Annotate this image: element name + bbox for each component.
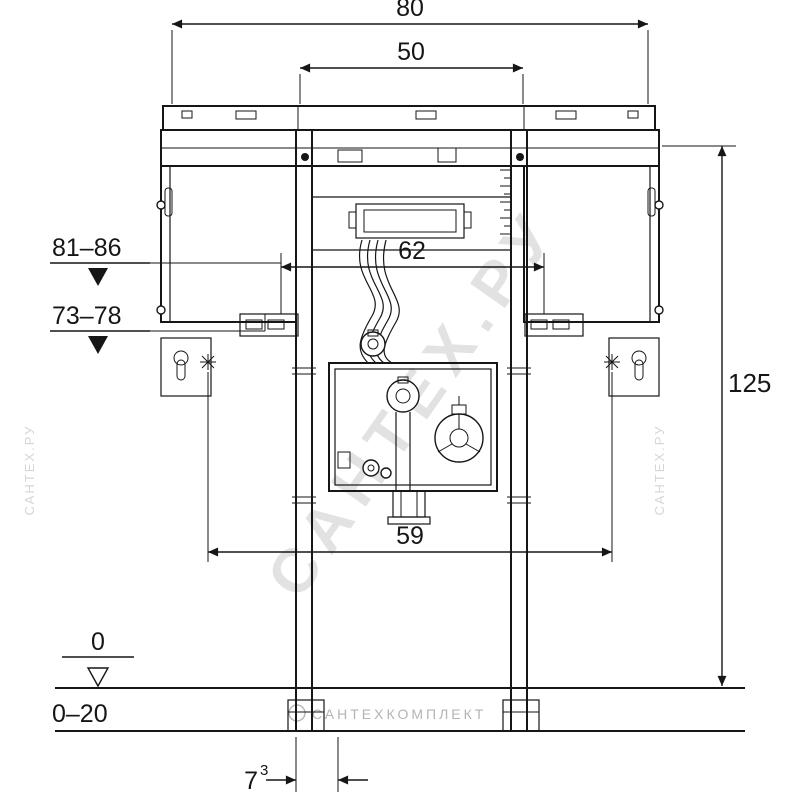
left-leg	[292, 130, 316, 731]
right-arm	[524, 313, 584, 337]
label-0-20: 0–20	[52, 700, 108, 728]
dim-50-label: 50	[397, 38, 425, 66]
panel-hole	[156, 305, 166, 315]
right-panel	[523, 165, 664, 337]
label-81-86: 81–86	[52, 234, 122, 262]
dim-80-label: 80	[396, 0, 424, 22]
level-triangle-filled	[88, 268, 108, 286]
dim-125-label: 125	[728, 368, 771, 398]
dim-actuator-width: 50	[299, 38, 524, 104]
watermark-left-edge: САНТЕХ.РУ	[22, 425, 37, 516]
left-panel	[156, 165, 299, 337]
shutoff-valve	[360, 331, 386, 357]
right-bracket-screw	[604, 354, 620, 370]
dim-7-label: 7	[244, 767, 258, 795]
mounting-band	[160, 129, 660, 167]
actuator-box	[312, 169, 511, 251]
panel-slot	[647, 187, 656, 217]
panel-hole	[654, 305, 664, 315]
dim-supply-span: 62	[280, 237, 545, 314]
actuator-opening	[355, 203, 465, 239]
plate-hole	[627, 110, 639, 119]
watermark-bottom: САНТЕХКОМПЛЕКТ	[312, 706, 486, 722]
level-triangle-filled	[88, 336, 108, 354]
plate-hole	[555, 110, 577, 120]
dim-overall-width: 80	[171, 0, 649, 104]
top-plate	[162, 105, 656, 131]
hose-bundle	[359, 239, 400, 364]
dim-59-label: 59	[396, 522, 424, 550]
plate-hole	[235, 110, 257, 120]
dim-bracket-span: 59	[207, 372, 613, 562]
watermark-layer: САНТЕХ.РУ САНТЕХ.РУ САНТЕХ.РУ САНТЕХКОМП…	[22, 195, 667, 722]
height-marker-upper: 81–86	[50, 234, 281, 286]
scale-ruler	[500, 169, 510, 235]
left-bracket-screw	[200, 354, 216, 370]
floor-lines	[55, 687, 745, 732]
height-marker-lower: 73–78	[50, 302, 266, 354]
dim-leg-depth: 7 3	[244, 737, 368, 795]
right-wall-bracket	[604, 337, 660, 397]
watermark-right-edge: САНТЕХ.РУ	[652, 425, 667, 516]
panel-hole	[156, 200, 166, 210]
left-arm	[239, 313, 299, 337]
plate-hole	[181, 110, 193, 119]
panel-hole	[654, 200, 664, 210]
label-73-78: 73–78	[52, 302, 122, 330]
label-0: 0	[91, 628, 105, 656]
flush-valve	[386, 379, 420, 413]
panel-slot	[164, 187, 173, 217]
level-triangle-open	[86, 667, 110, 688]
right-leg	[507, 130, 531, 731]
left-wall-bracket	[160, 337, 216, 397]
dim-7-exponent: 3	[260, 762, 268, 779]
outlet-bend	[387, 490, 431, 525]
right-foot	[502, 699, 540, 732]
plate-hole	[415, 110, 437, 120]
dim-frame-height: 125	[662, 145, 771, 686]
dim-62-label: 62	[398, 237, 426, 265]
rail-bolt	[516, 153, 524, 161]
floor-level-marker: 0 0–20	[52, 628, 134, 728]
rail-bolt	[301, 153, 309, 161]
